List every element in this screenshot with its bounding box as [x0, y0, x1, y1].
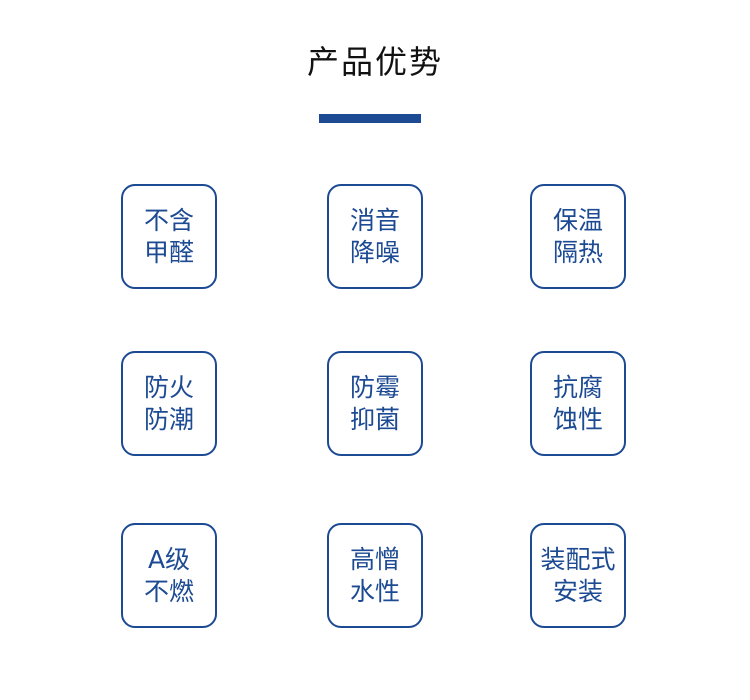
advantage-line-2: 蚀性: [552, 404, 603, 434]
advantage-line-2: 甲醛: [143, 237, 194, 267]
advantage-line-2: 安装: [552, 576, 603, 606]
advantage-card-insulation: 保温 隔热: [530, 184, 626, 289]
advantage-line-2: 防潮: [143, 404, 194, 434]
advantage-card-noise-reduction: 消音 降噪: [327, 184, 423, 289]
advantage-card-hydrophobic: 高憎 水性: [327, 523, 423, 628]
advantage-card-corrosion-resistant: 抗腐 蚀性: [530, 351, 626, 456]
advantage-line-2: 不燃: [143, 576, 194, 606]
advantage-card-formaldehyde-free: 不含 甲醛: [121, 184, 217, 289]
advantage-line-1: 消音: [349, 205, 400, 235]
advantage-line-1: 装配式: [540, 544, 616, 574]
advantage-card-prefab-installation: 装配式 安装: [530, 523, 626, 628]
advantage-line-2: 降噪: [349, 237, 400, 267]
advantage-card-antimicrobial: 防霉 抑菌: [327, 351, 423, 456]
advantage-line-2: 隔热: [552, 237, 603, 267]
advantage-card-fire-moisture-proof: 防火 防潮: [121, 351, 217, 456]
advantage-card-class-a-nonflammable: A级 不燃: [121, 523, 217, 628]
advantage-line-1: 不含: [143, 205, 194, 235]
advantage-line-1: A级: [147, 544, 191, 574]
advantage-line-1: 高憎: [349, 544, 400, 574]
page-title: 产品优势: [306, 43, 443, 81]
title-underline: [319, 114, 421, 123]
advantage-line-1: 防火: [143, 372, 194, 402]
advantage-line-1: 保温: [552, 205, 603, 235]
advantage-line-2: 水性: [349, 576, 400, 606]
advantage-line-2: 抑菌: [349, 404, 400, 434]
advantage-line-1: 抗腐: [552, 372, 603, 402]
advantage-line-1: 防霉: [349, 372, 400, 402]
